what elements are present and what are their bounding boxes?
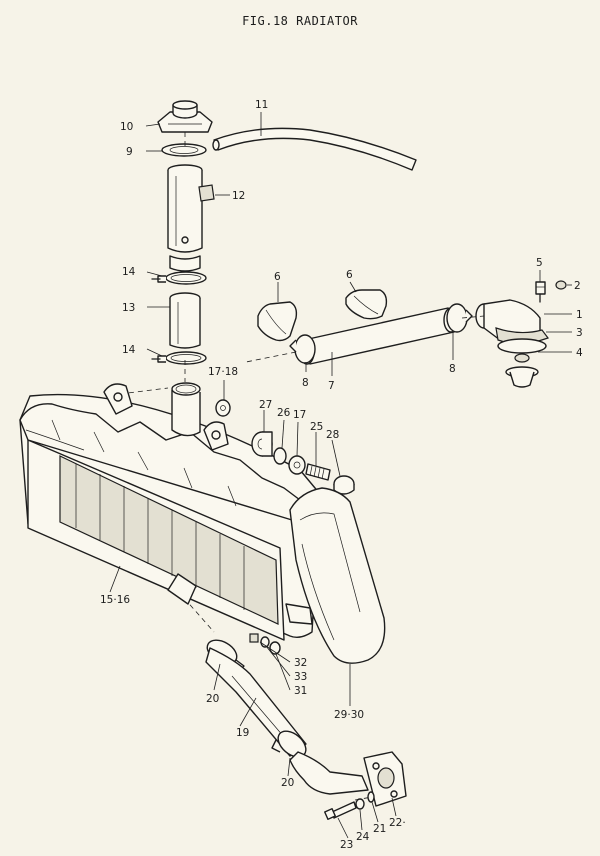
callout-26: 26 bbox=[277, 407, 291, 419]
radiator-mount-bracket-right bbox=[203, 421, 229, 451]
mount-collar bbox=[273, 447, 287, 465]
radiator-cover bbox=[289, 487, 386, 664]
callout-1: 1 bbox=[576, 309, 583, 321]
callout-33: 33 bbox=[294, 671, 307, 683]
thermostat bbox=[505, 353, 539, 388]
thermostat-housing bbox=[475, 299, 549, 345]
callout-2: 2 bbox=[574, 280, 581, 292]
radiator-lower-tab bbox=[285, 603, 313, 625]
callout-6-right: 6 bbox=[346, 269, 353, 281]
callout-29-30: 29·30 bbox=[334, 709, 364, 721]
mount-nut-cap bbox=[333, 475, 355, 495]
callout-12: 12 bbox=[232, 190, 245, 202]
radiator-upper-outlet bbox=[171, 382, 201, 437]
callout-9: 9 bbox=[126, 146, 133, 158]
inlet-pipe-o-ring bbox=[367, 791, 375, 803]
callout-27: 27 bbox=[259, 399, 272, 411]
radiator-mount-bracket-left bbox=[103, 383, 133, 415]
thermostat-bolt bbox=[535, 281, 546, 303]
cap-gasket bbox=[161, 143, 207, 157]
callout-14-top: 14 bbox=[122, 266, 136, 278]
hose-protector-right bbox=[345, 289, 388, 320]
callout-14-bottom: 14 bbox=[122, 344, 136, 356]
mount-bolt bbox=[305, 463, 331, 481]
hose-clamp-right bbox=[446, 303, 473, 333]
air-bleed-plug bbox=[555, 280, 567, 290]
mount-washer-17-18 bbox=[215, 399, 231, 417]
callout-3: 3 bbox=[576, 327, 583, 339]
thermostat-gasket bbox=[497, 338, 547, 354]
callout-13: 13 bbox=[122, 302, 135, 314]
upper-hose-clamp-top bbox=[151, 271, 207, 285]
callout-23: 23 bbox=[340, 839, 353, 851]
callout-15-16: 15·16 bbox=[100, 594, 130, 606]
overflow-tube bbox=[212, 127, 417, 171]
callout-6-left: 6 bbox=[274, 271, 281, 283]
drain-plug-set bbox=[249, 633, 281, 655]
upper-hose-clamp-bottom bbox=[151, 351, 207, 365]
callout-25: 25 bbox=[310, 421, 323, 433]
callout-10: 10 bbox=[120, 121, 133, 133]
mount-washer bbox=[288, 455, 306, 475]
callout-21: 21 bbox=[373, 823, 386, 835]
callout-28: 28 bbox=[326, 429, 339, 441]
callout-20-top: 20 bbox=[206, 693, 219, 705]
callout-31: 31 bbox=[294, 685, 307, 697]
callout-20-bottom: 20 bbox=[281, 777, 294, 789]
callout-17: 17 bbox=[293, 409, 306, 421]
callout-17-18: 17·18 bbox=[208, 366, 238, 378]
figure-title: FIG.18 RADIATOR bbox=[242, 14, 358, 28]
callout-24: 24 bbox=[356, 831, 370, 843]
inlet-pipe-bolt bbox=[324, 801, 357, 820]
inlet-pipe-washer bbox=[355, 798, 365, 810]
callout-8-left: 8 bbox=[302, 377, 309, 389]
callout-8-right: 8 bbox=[449, 363, 456, 375]
callout-19: 19 bbox=[236, 727, 249, 739]
callout-11: 11 bbox=[255, 99, 268, 111]
filler-neck bbox=[167, 164, 203, 272]
callout-4: 4 bbox=[576, 347, 583, 359]
filler-neck-clip bbox=[198, 184, 215, 202]
water-pump-inlet-pipe bbox=[289, 751, 407, 807]
leader-lines bbox=[109, 112, 572, 839]
filler-hose bbox=[169, 292, 201, 349]
radiator-lower-outlet bbox=[167, 573, 197, 605]
callout-7: 7 bbox=[328, 380, 335, 392]
mount-cushion bbox=[251, 431, 273, 457]
callout-5: 5 bbox=[536, 257, 543, 269]
callout-32: 32 bbox=[294, 657, 307, 669]
hose-protector-left bbox=[257, 301, 298, 342]
callout-22: 22· bbox=[389, 817, 406, 829]
radiator bbox=[19, 393, 321, 641]
radiator-cap bbox=[157, 100, 213, 133]
hose-clamp-left bbox=[289, 334, 316, 364]
